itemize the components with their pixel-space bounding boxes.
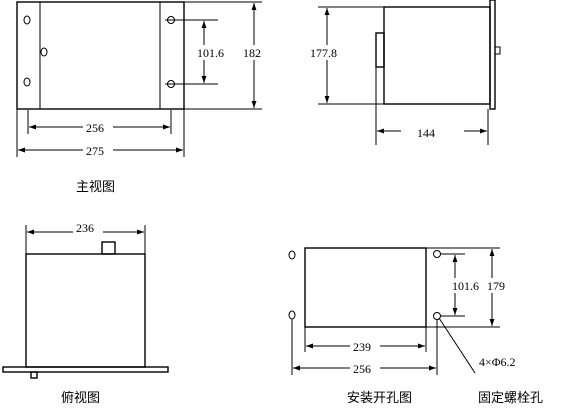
cutout-dim-inner-width: 239 (353, 340, 371, 354)
top-view-caption: 俯视图 (61, 390, 100, 406)
side-knob (494, 46, 501, 55)
front-hole-top-left (23, 15, 31, 25)
cutout-dim-inner-width-mask (350, 339, 380, 353)
side-view: 177.8 144 (309, 0, 501, 145)
front-dim-inner-width-mask (83, 120, 113, 134)
cutout-hole-top-left (288, 250, 296, 260)
cutout-view: 101.6 179 239 256 4×Φ6.2 安装开孔图 固定螺栓孔 (288, 247, 543, 406)
cutout-dim-hole-spacing-mask (450, 278, 486, 293)
side-front-panel (489, 0, 496, 110)
cutout-dim-outer-width: 256 (353, 362, 371, 376)
top-dim-width-mask (73, 221, 103, 235)
side-dim-height-mask (309, 45, 347, 60)
front-dim-inner-width: 256 (86, 121, 104, 135)
cutout-hole-top-right (433, 250, 441, 258)
front-dim-outer-width: 275 (86, 144, 104, 158)
front-dim-outer-width-mask (83, 143, 113, 157)
front-view-caption: 主视图 (76, 180, 115, 195)
front-latch (40, 47, 48, 57)
top-flange (2, 366, 169, 373)
top-dim-width: 236 (76, 221, 94, 235)
cutout-hole-bottom-right (433, 312, 441, 320)
side-body (383, 6, 491, 105)
cutout-hole-leader (438, 317, 476, 374)
top-view: 236 俯视图 (2, 221, 169, 406)
front-hole-bottom-left (23, 77, 31, 87)
top-foot (30, 371, 38, 379)
cutout-hole-label: 固定螺栓孔 (478, 391, 543, 406)
front-dim-height: 182 (243, 46, 261, 60)
cutout-dim-outer-width-mask (350, 361, 380, 375)
cutout-hole-bottom-left (288, 310, 296, 320)
cutout-dim-hole-spacing: 101.6 (452, 279, 479, 293)
front-dim-hole-spacing-mask (196, 45, 232, 60)
side-terminal-block (375, 32, 385, 68)
front-dim-height-mask (241, 45, 267, 60)
front-outer-frame (16, 1, 185, 110)
cutout-opening (304, 247, 427, 328)
side-dim-depth: 144 (417, 126, 435, 140)
front-view: 101.6 182 256 275 主视图 (16, 1, 267, 195)
side-dim-height: 177.8 (310, 46, 337, 60)
cutout-view-caption: 安装开孔图 (347, 391, 412, 406)
cutout-dim-height: 179 (487, 279, 505, 293)
top-knob (101, 241, 116, 255)
cutout-hole-spec: 4×Φ6.2 (479, 355, 516, 369)
front-dim-hole-spacing: 101.6 (197, 46, 224, 60)
top-body (25, 253, 146, 368)
cutout-dim-height-mask (486, 278, 510, 293)
